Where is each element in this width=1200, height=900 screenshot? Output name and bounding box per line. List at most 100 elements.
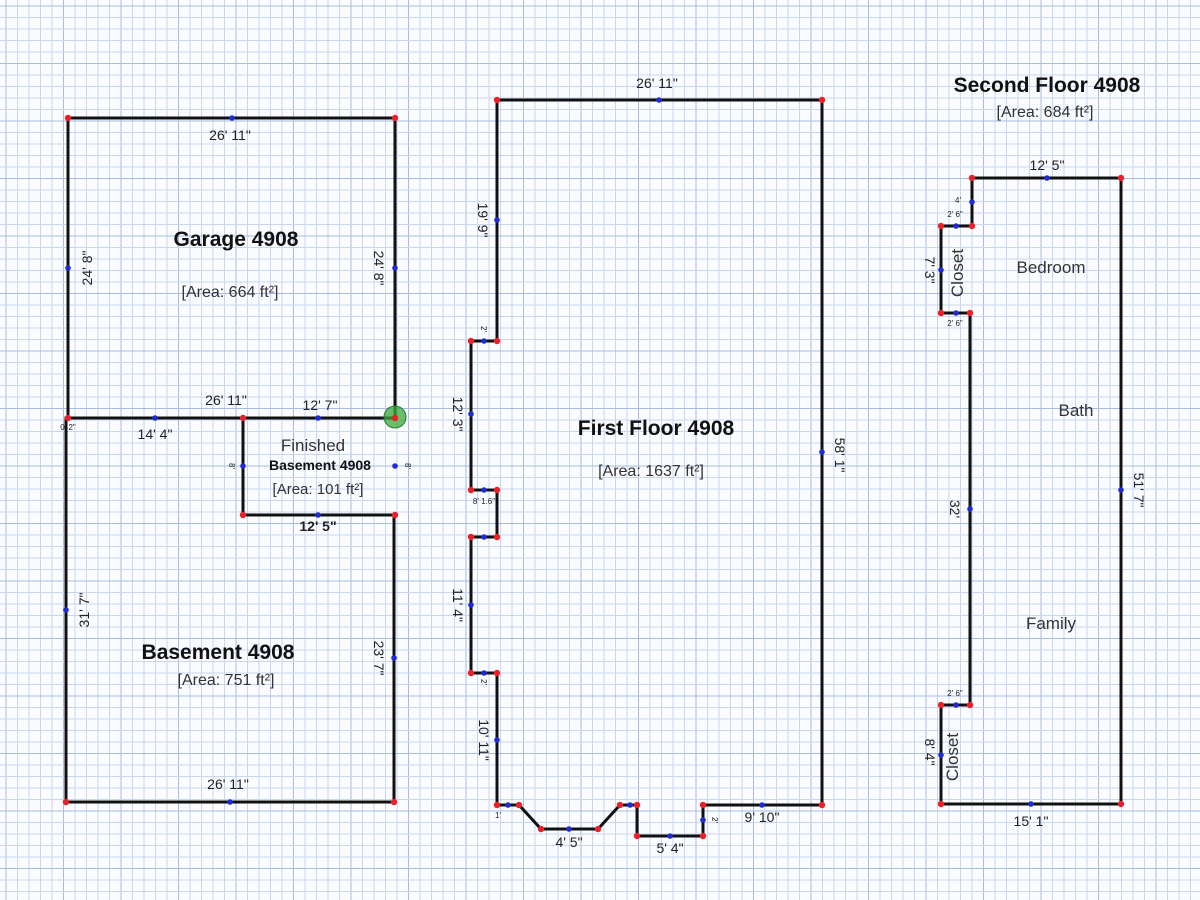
midpoint-handle[interactable] xyxy=(391,655,397,661)
midpoint-handle[interactable] xyxy=(1044,175,1050,181)
corner-vertex[interactable] xyxy=(699,832,707,840)
corner-vertex[interactable] xyxy=(937,222,945,230)
midpoint-handle[interactable] xyxy=(494,217,500,223)
corner-vertex[interactable] xyxy=(818,801,826,809)
corner-vertex[interactable] xyxy=(391,511,399,519)
midpoint-handle[interactable] xyxy=(63,607,69,613)
first-floor-title: First Floor 4908 xyxy=(578,417,735,440)
garage-room[interactable]: Garage 4908 [Area: 664 ft²] 26' 11" 24' … xyxy=(66,116,397,420)
corner-vertex[interactable] xyxy=(818,96,826,104)
basement-outline[interactable] xyxy=(64,416,396,804)
midpoint-handle[interactable] xyxy=(938,267,944,273)
garage-bottom-dim: 26' 11" xyxy=(205,392,247,408)
basement-small-dim: 0' 2" xyxy=(60,423,76,432)
corner-vertex[interactable] xyxy=(699,801,707,809)
garage-top-dim: 26' 11" xyxy=(209,127,251,143)
garage-outline[interactable] xyxy=(66,116,397,420)
midpoint-handle[interactable] xyxy=(392,463,398,469)
garage-area: [Area: 664 ft²] xyxy=(182,284,279,301)
corner-vertex[interactable] xyxy=(537,825,545,833)
finished-basement-bottom-dim: 12' 5" xyxy=(299,518,336,534)
corner-vertex[interactable] xyxy=(467,337,475,345)
corner-vertex[interactable] xyxy=(493,669,501,677)
midpoint-handle[interactable] xyxy=(505,802,511,808)
midpoint-handle[interactable] xyxy=(819,449,825,455)
second-floor-closet1-dim: 7' 3" xyxy=(922,256,938,283)
second-floor-closet2-dim: 8' 4" xyxy=(922,738,938,765)
corner-vertex[interactable] xyxy=(467,486,475,494)
midpoint-handle[interactable] xyxy=(481,670,487,676)
corner-vertex[interactable] xyxy=(937,701,945,709)
first-floor-bottom-right-dim: 9' 10" xyxy=(745,809,780,825)
midpoint-handle[interactable] xyxy=(65,265,71,271)
midpoint-handle[interactable] xyxy=(953,310,959,316)
corner-vertex[interactable] xyxy=(1117,174,1125,182)
corner-vertex[interactable] xyxy=(968,174,976,182)
midpoint-handle[interactable] xyxy=(315,415,321,421)
corner-vertex[interactable] xyxy=(467,533,475,541)
corner-vertex[interactable] xyxy=(616,801,624,809)
midpoint-handle[interactable] xyxy=(566,826,572,832)
corner-vertex[interactable] xyxy=(64,414,72,422)
corner-vertex[interactable] xyxy=(390,798,398,806)
corner-vertex[interactable] xyxy=(239,414,247,422)
midpoint-handle[interactable] xyxy=(315,512,321,518)
corner-vertex[interactable] xyxy=(493,801,501,809)
midpoint-handle[interactable] xyxy=(481,487,487,493)
corner-vertex[interactable] xyxy=(937,309,945,317)
corner-vertex[interactable] xyxy=(1117,800,1125,808)
midpoint-handle[interactable] xyxy=(953,702,959,708)
midpoint-handle[interactable] xyxy=(229,115,235,121)
vertex-markers[interactable] xyxy=(62,96,1125,840)
corner-vertex[interactable] xyxy=(515,801,523,809)
corner-vertex[interactable] xyxy=(633,832,641,840)
corner-vertex[interactable] xyxy=(493,533,501,541)
midpoint-handle[interactable] xyxy=(481,338,487,344)
midpoint-handle[interactable] xyxy=(656,97,662,103)
corner-vertex[interactable] xyxy=(467,669,475,677)
corner-vertex[interactable] xyxy=(937,800,945,808)
midpoint-handle[interactable] xyxy=(227,799,233,805)
corner-vertex[interactable] xyxy=(966,701,974,709)
midpoint-handle[interactable] xyxy=(392,265,398,271)
corner-vertex[interactable] xyxy=(239,511,247,519)
midpoint-handle[interactable] xyxy=(969,199,975,205)
second-floor-room[interactable]: Second Floor 4908 [Area: 684 ft²] Closet… xyxy=(922,74,1147,829)
midpoint-handle[interactable] xyxy=(759,802,765,808)
second-floor-step3-dim: 2' 6" xyxy=(947,319,963,328)
corner-vertex[interactable] xyxy=(633,801,641,809)
midpoint-handle[interactable] xyxy=(1028,801,1034,807)
midpoint-handle[interactable] xyxy=(700,817,706,823)
midpoint-handle[interactable] xyxy=(152,415,158,421)
corner-vertex[interactable] xyxy=(594,825,602,833)
midpoint-handle[interactable] xyxy=(667,833,673,839)
corner-vertex[interactable] xyxy=(966,309,974,317)
basement-area: [Area: 751 ft²] xyxy=(178,672,275,689)
family-label: Family xyxy=(1026,614,1077,633)
midpoint-handle[interactable] xyxy=(953,223,959,229)
corner-vertex[interactable] xyxy=(391,114,399,122)
corner-vertex[interactable] xyxy=(968,222,976,230)
midpoint-handle[interactable] xyxy=(481,534,487,540)
midpoint-handle[interactable] xyxy=(494,737,500,743)
midpoint-handle[interactable] xyxy=(468,602,474,608)
midpoint-handle[interactable] xyxy=(938,752,944,758)
corner-vertex[interactable] xyxy=(64,114,72,122)
corner-vertex[interactable] xyxy=(493,486,501,494)
corner-vertex[interactable] xyxy=(493,337,501,345)
corner-vertex[interactable] xyxy=(62,798,70,806)
basement-room[interactable]: Basement 4908 [Area: 751 ft²] 14' 4" 0' … xyxy=(60,416,396,804)
second-floor-area: [Area: 684 ft²] xyxy=(997,104,1094,121)
first-floor-right-dim: 58' 1" xyxy=(832,438,848,473)
second-floor-left-dim: 32' xyxy=(947,500,963,518)
midpoint-handle[interactable] xyxy=(627,802,633,808)
first-floor-room[interactable]: First Floor 4908 [Area: 1637 ft²] 26' 11… xyxy=(450,75,848,856)
corner-vertex[interactable] xyxy=(391,414,399,422)
midpoint-handle[interactable] xyxy=(240,463,246,469)
midpoint-handle[interactable] xyxy=(468,411,474,417)
midpoint-handle[interactable] xyxy=(967,506,973,512)
corner-vertex[interactable] xyxy=(493,96,501,104)
midpoint-handle[interactable] xyxy=(1118,487,1124,493)
finished-basement-room[interactable]: Finished Basement 4908 [Area: 101 ft²] 1… xyxy=(64,397,412,534)
